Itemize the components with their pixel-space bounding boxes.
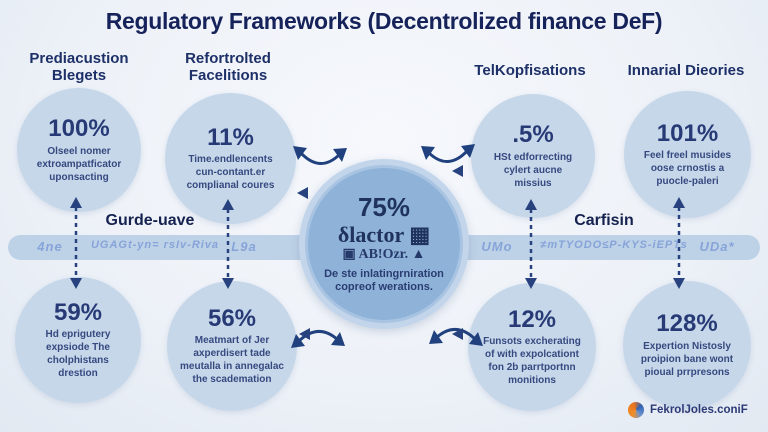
center-percentage: 75% (357, 192, 411, 223)
stat-bubble: 100% Olseel nomer extroampatficator upon… (17, 88, 141, 212)
band-glyph-text: UDa* (699, 239, 735, 254)
center-description: De ste inlatingrniration copreof weratio… (324, 267, 444, 293)
stat-description: Olseel nomer extroampatficator uponsacti… (36, 145, 122, 183)
stat-bubble: 59% Hd eprigutery expsiode The cholphist… (15, 277, 141, 403)
brand-logo-icon (628, 402, 644, 418)
stat-description: Time.endlencents cun-contant.er complian… (186, 154, 275, 192)
page-title: Regulatory Frameworks (Decentrolized fin… (105, 8, 663, 34)
center-keyword: δlactor ▦ (337, 222, 431, 248)
center-subkeyword: ▣ AB!Ozr. ▲ (342, 247, 426, 263)
stat-percentage: 56% (207, 304, 257, 332)
dashed-double-arrow (70, 197, 82, 289)
stat-percentage: 100% (48, 115, 110, 143)
stat-percentage: 101% (656, 119, 719, 147)
stat-bubble: 128% Expertion Nistosly proipion bane wo… (623, 281, 751, 409)
column-header-3: TelKopfisations (474, 62, 586, 79)
stat-percentage: 128% (656, 310, 718, 338)
stat-description: Hd eprigutery expsiode The cholphistans … (45, 329, 111, 380)
column-header-1: Prediacustion Blegets (29, 50, 129, 85)
footer-brand-row: FekrolJoles.coniF (628, 402, 748, 418)
stat-bubble: 12% Funsots excherating of with expolcat… (468, 283, 596, 411)
stat-description: Feel freel musides oose crnostis a puocl… (643, 150, 732, 188)
dashed-double-arrow (525, 199, 537, 289)
stat-bubble: 56% Meatmart of Jer axperdisert tade meu… (167, 281, 297, 411)
band-glyph-text: UGAGt-yn= rsIv-Riva (90, 239, 220, 251)
column-header-4: Innarial Dieories (627, 62, 745, 79)
stat-description: Funsots excherating of with expolcationt… (483, 336, 581, 387)
stat-bubble: .5% HSt edforrecting cylert aucne missiu… (471, 94, 595, 218)
curved-double-arrow (293, 146, 347, 165)
stat-description: Meatmart of Jer axperdisert tade meutall… (180, 335, 284, 386)
stat-description: Expertion Nistosly proipion bane wont pi… (640, 340, 734, 378)
band-glyph-text: UMo (481, 239, 513, 254)
dashed-double-arrow (673, 197, 685, 289)
brand-name: FekrolJoles.coniF (650, 404, 748, 416)
curved-double-arrow (421, 144, 475, 163)
center-hub-circle: 75% δlactor ▦ ▣ AB!Ozr. ▲ De ste inlatin… (299, 159, 469, 329)
band-glyph-text: 4ne (37, 239, 63, 254)
center-hub-inner: 75% δlactor ▦ ▣ AB!Ozr. ▲ De ste inlatin… (305, 165, 463, 323)
stat-percentage: 11% (207, 123, 254, 151)
stat-percentage: 12% (507, 305, 557, 333)
left-arrowhead (297, 187, 308, 199)
stat-bubble: 101% Feel freel musides oose crnostis a … (624, 91, 751, 218)
band-glyph-text: ≠mTYODO≤P-KYS-iEPTs (540, 239, 688, 251)
band-glyph-text: L9a (231, 239, 257, 254)
dashed-double-arrow (222, 199, 234, 289)
stat-percentage: 59% (53, 298, 103, 326)
column-header-2: Refortrolted Facelitions (185, 50, 271, 85)
stat-percentage: .5% (512, 121, 554, 149)
left-arrowhead (299, 328, 310, 340)
stat-bubble: 11% Time.endlencents cun-contant.er comp… (165, 93, 296, 224)
band-label-right: Carfisin (574, 212, 634, 229)
band-label-left: Gurde-uave (105, 212, 195, 229)
stat-description: HSt edforrecting cylert aucne missius (493, 151, 573, 189)
left-arrowhead (452, 165, 463, 177)
curved-double-arrow (291, 330, 345, 348)
left-arrowhead (452, 328, 463, 340)
